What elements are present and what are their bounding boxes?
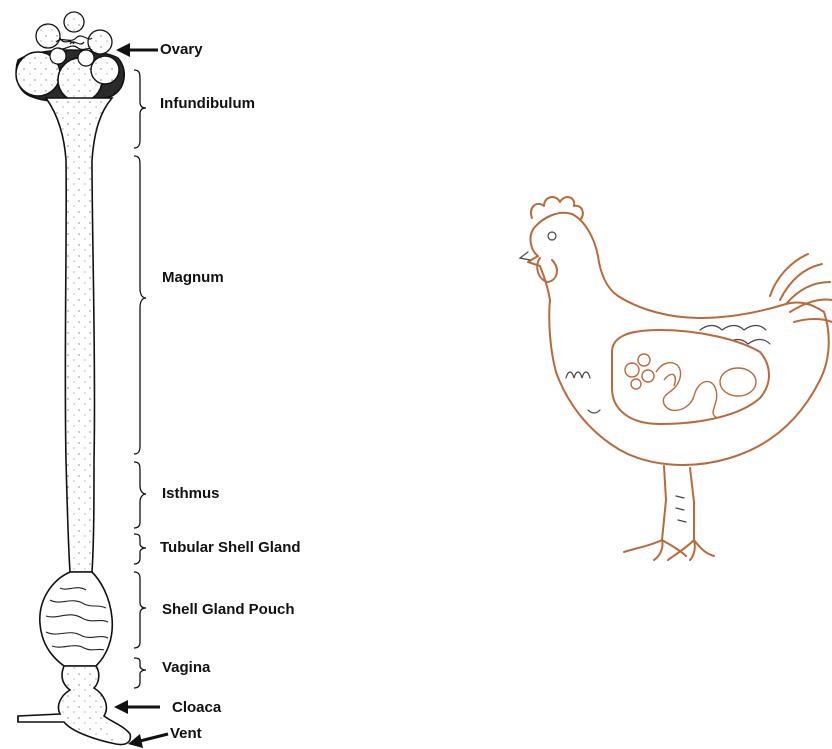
label-magnum: Magnum [162, 270, 224, 285]
hen-tract-cutaway [612, 330, 769, 424]
label-tubular-shell-gland: Tubular Shell Gland [160, 540, 301, 555]
label-infundibulum: Infundibulum [160, 96, 255, 111]
label-ovary: Ovary [160, 42, 203, 57]
label-cloaca: Cloaca [172, 700, 221, 715]
label-vagina: Vagina [162, 660, 210, 675]
hen-leg-left [624, 466, 686, 560]
label-isthmus: Isthmus [162, 486, 220, 501]
hen-wattle [537, 258, 557, 282]
label-shell-gland-pouch: Shell Gland Pouch [162, 602, 295, 617]
label-vent: Vent [170, 726, 202, 741]
hen-leg-right [668, 468, 714, 560]
hen-eye [548, 232, 556, 240]
